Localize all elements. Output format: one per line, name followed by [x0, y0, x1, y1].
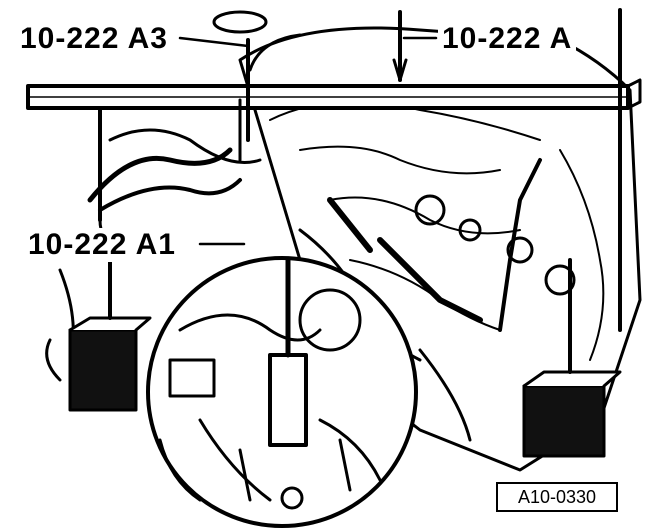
- label-tool-a3: 10-222 A3: [16, 22, 172, 56]
- left-foot: [68, 238, 152, 412]
- support-bar: [26, 78, 642, 110]
- hoses-cables: [45, 128, 262, 382]
- detail-magnifier: [146, 256, 418, 528]
- support-hooks: [98, 8, 622, 332]
- reference-code: A10-0330: [496, 482, 618, 512]
- right-foot: [522, 258, 622, 458]
- leader-lines: [178, 36, 438, 246]
- label-tool-a1: 10-222 A1: [24, 228, 180, 262]
- label-tool-a: 10-222 A: [438, 22, 577, 56]
